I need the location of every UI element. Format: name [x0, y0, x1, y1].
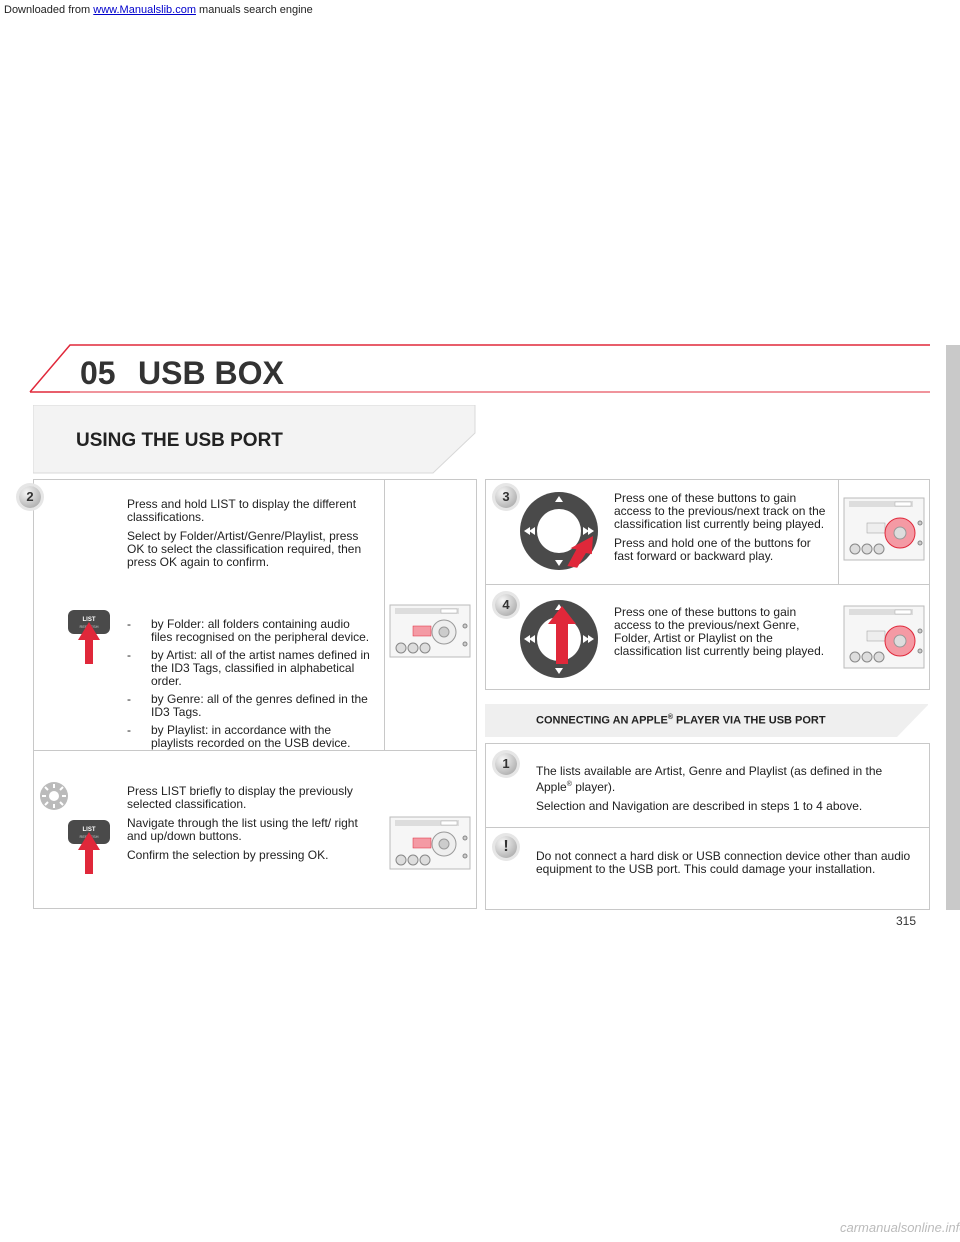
apple-para1-end: player). [571, 780, 616, 794]
radio-arrows-highlight-image [843, 497, 925, 561]
list-dash: - [127, 692, 131, 706]
classification-list: - by Folder: all folders containing audio… [127, 618, 372, 755]
apple-para2: Selection and Navigation are described i… [536, 799, 863, 813]
step2-intro: Press and hold LIST to display the diffe… [127, 498, 372, 575]
chapter-title: USB BOX [138, 355, 284, 391]
download-note: Downloaded from www.Manualslib.com manua… [4, 4, 313, 16]
page-number: 315 [896, 914, 917, 928]
radio-arrows-highlight-image-2 [843, 605, 925, 669]
radio-list-highlight-image [389, 604, 471, 658]
step-1-badge: 1 [495, 753, 517, 775]
list-item-folder: - by Folder: all folders containing audio… [127, 618, 372, 644]
step3-para2: Press and hold one of the buttons for fa… [614, 536, 811, 563]
chapter-number: 05 [80, 355, 116, 391]
section-header-panel [33, 405, 476, 474]
svg-text:LIST: LIST [83, 827, 96, 833]
apple-para1: The lists available are Artist, Genre an… [536, 765, 916, 794]
list-button-icon: LIST REFRESH [68, 610, 110, 664]
list-item-playlist: - by Playlist: in accordance with the pla… [127, 724, 372, 750]
list-dash: - [127, 723, 131, 737]
radio-list-highlight-image-2 [389, 816, 471, 870]
footer-watermark: carmanualsonline.info [840, 1220, 960, 1235]
tip-para3: Confirm the selection by pressing OK. [127, 848, 329, 862]
manualslib-link[interactable]: www.Manualslib.com [93, 4, 196, 16]
list-dash: - [127, 648, 131, 662]
download-note-suffix: manuals search engine [195, 4, 313, 16]
tip-para2: Navigate through the list using the left… [127, 816, 358, 843]
step2-para2: Select by Folder/Artist/Genre/Playlist, … [127, 529, 362, 569]
navigation-pad-up-down-icon [520, 600, 598, 678]
step2-para1: Press and hold LIST to display the diffe… [127, 497, 357, 524]
step4-text: Press one of these buttons to gain acces… [614, 606, 829, 664]
list-button-short-press-icon: LIST REFRESH [68, 820, 110, 874]
step4-para1: Press one of these buttons to gain acces… [614, 605, 825, 658]
list-dash: - [127, 617, 131, 631]
section-title: USING THE USB PORT [76, 430, 283, 451]
apple-para1-reg: ® [566, 781, 572, 788]
download-note-prefix: Downloaded from [4, 4, 94, 16]
left-column-divider [384, 479, 385, 908]
apple-section-title: CONNECTING AN APPLE® PLAYER VIA THE USB … [536, 714, 826, 727]
apple-title-start: CONNECTING AN APPLE [536, 714, 668, 727]
step-4-badge: 4 [495, 594, 517, 616]
list-text: by Artist: all of the artist names defin… [151, 648, 370, 688]
step3-para1: Press one of these buttons to gain acces… [614, 491, 826, 531]
list-text: by Playlist: in accordance with the play… [151, 723, 351, 750]
list-item-artist: - by Artist: all of the artist names defi… [127, 649, 372, 688]
step-3-badge: 3 [495, 486, 517, 508]
step3-text: Press one of these buttons to gain acces… [614, 492, 829, 569]
apple-title-end: PLAYER VIA THE USB PORT [672, 714, 826, 727]
list-text: by Folder: all folders containing audio … [151, 617, 370, 644]
warning-panel [485, 827, 930, 910]
list-text: by Genre: all of the genres defined in t… [151, 692, 368, 719]
apple-para1-start: The lists available are Artist, Genre an… [536, 764, 883, 794]
tip-para1: Press LIST briefly to display the previo… [127, 784, 353, 811]
apple-step1-panel [485, 743, 930, 828]
apple-step1-text: The lists available are Artist, Genre an… [536, 765, 916, 819]
navigation-pad-left-right-icon [520, 492, 598, 570]
warning-icon: ! [495, 836, 517, 858]
apple-section-header-panel [485, 704, 928, 737]
list-item-genre: - by Genre: all of the genres defined in … [127, 693, 372, 719]
svg-text:LIST: LIST [83, 617, 96, 623]
chapter-side-tab [946, 345, 960, 910]
light-bulb-tip-icon [40, 782, 68, 810]
chapter-header-lines [29, 344, 930, 393]
step-2-badge: 2 [19, 486, 41, 508]
warning-text: Do not connect a hard disk or USB connec… [536, 849, 911, 876]
apple-title-reg: ® [667, 714, 673, 721]
tip-text: Press LIST briefly to display the previo… [127, 785, 372, 868]
